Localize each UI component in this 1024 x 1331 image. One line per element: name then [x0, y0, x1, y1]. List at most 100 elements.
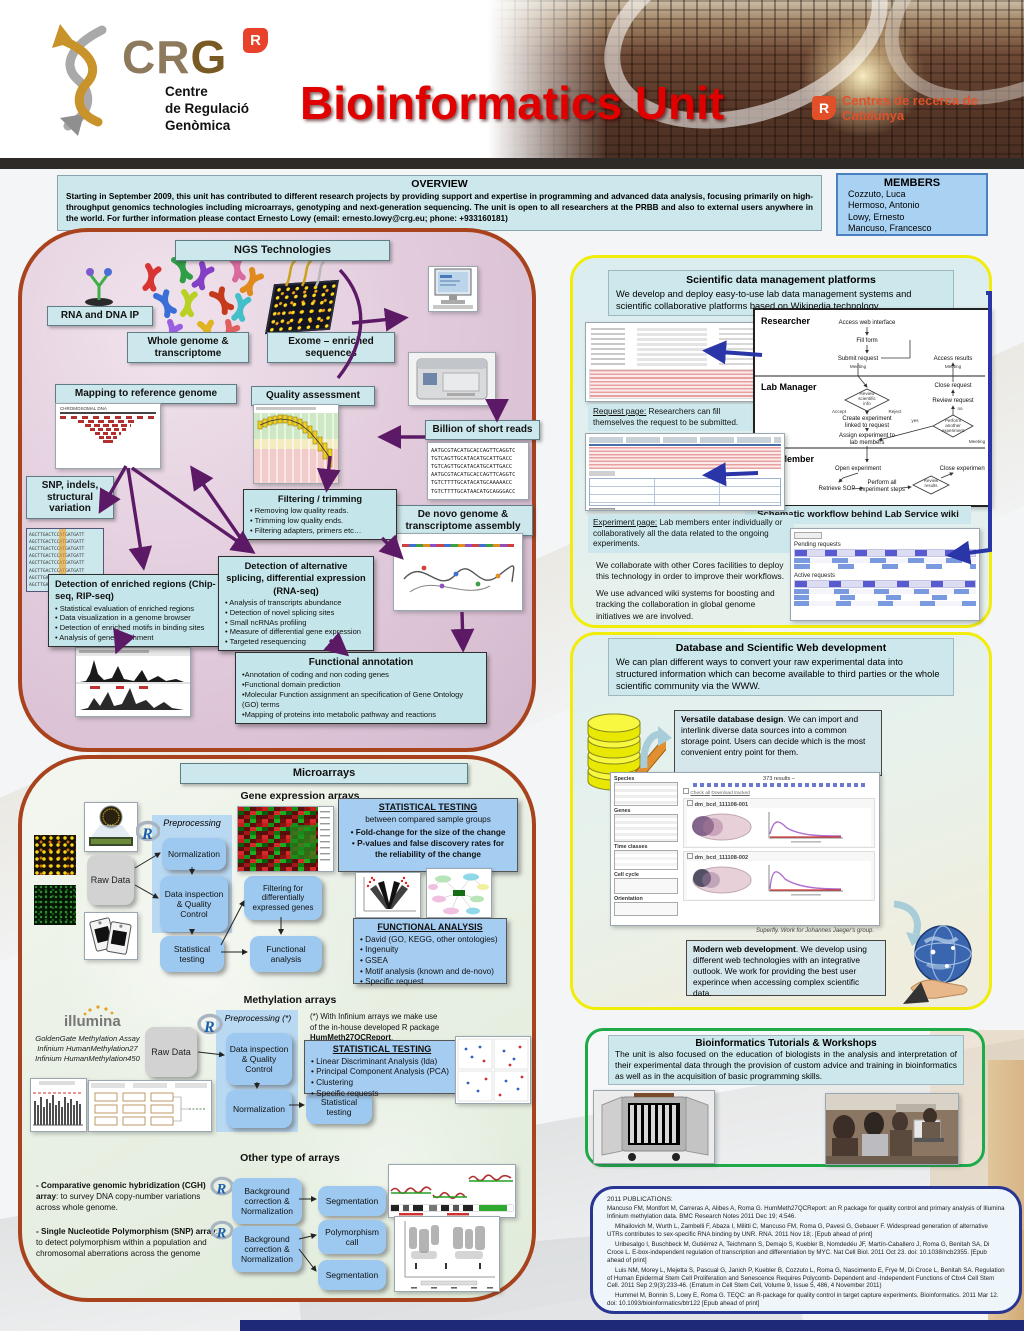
request-page-lead: Request page:: [593, 407, 647, 416]
r-logo-icon: R: [197, 1013, 223, 1036]
request-form-screenshot: [585, 322, 785, 402]
raw-data-label: Raw Data: [90, 875, 131, 885]
infinium-note-pre: (*) With Infinium arrays we make use of …: [310, 1012, 440, 1032]
methylation-barplot-image: [30, 1078, 87, 1132]
assay-line: Infinium HumanMethylation450: [35, 1053, 140, 1063]
functional-annotation-title: Functional annotation: [308, 657, 414, 668]
db-entry-name: dm_bcd_111108-001: [694, 802, 749, 808]
assembly-image: [393, 533, 523, 611]
globe-in-hand-icon: [903, 925, 972, 1004]
versatile-db-text: . We can import and interlink diverse da…: [681, 714, 866, 757]
versatile-db-box: Versatile database design. We can import…: [674, 710, 882, 776]
workflow-caption-text: Schematic workflow behind Lab Service wi…: [757, 509, 959, 520]
raw-data-box: Raw Data: [87, 855, 134, 905]
snp-lead: - Single Nucleotide Polymorphism (SNP) a…: [36, 1227, 216, 1236]
alt-splicing-title: Detection of alternative splicing, diffe…: [226, 561, 366, 596]
filtering-title: Filtering / trimming: [277, 494, 363, 504]
normalization-box-methylation: Normalization: [226, 1090, 292, 1128]
bg-correction-label: Background correction & Normalization: [241, 1185, 293, 1217]
snp-text: : to detect polymorphism within a popula…: [36, 1227, 218, 1259]
filtering-deg-label: Filtering for differentially expressed g…: [252, 883, 314, 912]
functional-analysis-bullet: David (GO, KEGG, other ontologies): [360, 935, 500, 946]
data-inspection-box: Data inspection & Quality Control: [160, 876, 228, 932]
infinium-note-post: .: [391, 1033, 394, 1043]
db-check-all: Check all: [690, 791, 711, 796]
read-line: TGTCTTTTGCATAACATGCAGGGACC: [431, 488, 516, 495]
mapping-label: Mapping to reference genome: [55, 384, 237, 404]
alignment-row: AGCTTGACTCCATGATGATT: [29, 554, 85, 560]
svg-text:Close request: Close request: [934, 383, 971, 389]
svg-text:results: results: [925, 483, 939, 488]
members-title: MEMBERS: [883, 177, 941, 189]
enriched-bullet: Detection of enriched motifs in binding …: [55, 623, 225, 633]
functional-analysis-bullet: Ingenuity: [360, 945, 500, 956]
active-requests-label: Active requests: [794, 573, 836, 579]
svg-text:no: no: [957, 406, 963, 411]
superfly-db-screenshot: Species Genes Time classes Cell cycle Or…: [610, 772, 880, 926]
cgh-text: : to survey DNA copy-number variations a…: [36, 1192, 201, 1213]
svg-text:Create experiment: Create experiment: [842, 416, 892, 422]
overview-box: OVERVIEW Starting in September 2009, thi…: [57, 175, 822, 231]
modern-web-text: . We develop using different web technol…: [693, 944, 867, 998]
svg-text:Review: Review: [859, 391, 875, 396]
publications-title: 2011 PUBLICATIONS:: [607, 1196, 673, 1203]
stat-testing-bullet: P-values and false discovery rates for t…: [352, 839, 504, 859]
stat-testing-bullet: Fold-change for the size of the change: [351, 828, 506, 837]
header-photo-fade: [488, 0, 608, 158]
crg-r-badge: R: [243, 28, 268, 53]
snp-description: - Single Nucleotide Polymorphism (SNP) a…: [36, 1226, 220, 1259]
polymorphism-call-box: Polymorphism call: [318, 1220, 386, 1254]
whole-genome-label: Whole genome & transcriptome: [127, 332, 249, 363]
preprocessing-label: Preprocessing: [163, 818, 221, 828]
superfly-caption: Superfly. Work for Johannes Jaeger's gro…: [755, 928, 875, 934]
crg-org-line: Centre: [165, 84, 208, 99]
functional-annotation-bullet: Annotation of coding and non coding gene…: [242, 670, 480, 680]
cores-paragraph: We collaborate with other Cores faciliti…: [596, 560, 785, 582]
footer-bar: [240, 1320, 1024, 1331]
svg-text:R: R: [216, 1225, 227, 1241]
short-reads-image: AATGCGTACATGCACCAGTTCAGGTC TGTCAGTTGCATA…: [427, 442, 529, 500]
crg-org-name: Centre de Regulació Genòmica: [165, 84, 249, 135]
methylation-heading: Methylation arrays: [243, 994, 337, 1006]
functional-annotation-bullet: Functional domain prediction: [242, 680, 480, 690]
normalization-label: Normalization: [233, 1103, 285, 1114]
snp-plot-image: [394, 1216, 500, 1292]
svg-text:Reject: Reject: [888, 409, 902, 414]
segmentation-box-snp: Segmentation: [318, 1260, 386, 1290]
cgh-plot-image: [388, 1164, 516, 1218]
snp-highlight-column: [59, 529, 66, 591]
enriched-regions-box: Detection of enriched regions (Chip-seq,…: [48, 574, 232, 648]
publications-box: 2011 PUBLICATIONS: Mancuso FM, Montfort …: [590, 1186, 1022, 1314]
members-box: MEMBERS Cozzuto, Luca Hermoso, Antonio L…: [836, 173, 988, 236]
classroom-photo: [825, 1093, 959, 1165]
publication-item: Uribesalgo I, Buschbeck M, Gutiérrez A, …: [607, 1240, 990, 1264]
methylation-stat-title: STATISTICAL TESTING: [332, 1044, 432, 1054]
experiment-page-note: Experiment page: Lab members enter indiv…: [588, 515, 794, 553]
methylation-stat-bullet: Clustering: [311, 1078, 453, 1089]
alt-splicing-bullet: Measure of differential gene expression: [225, 627, 367, 637]
bg-correction-box-snp: Background correction & Normalization: [232, 1226, 302, 1272]
header: CRG R Centre de Regulació Genòmica Bioin…: [0, 0, 1024, 163]
r-logo-icon: R: [210, 1220, 234, 1241]
crg-org-line: Genòmica: [165, 117, 231, 133]
infinium-note: (*) With Infinium arrays we make use of …: [310, 1012, 446, 1044]
read-line: AATGCGTACATGCACCAGTTCAGGTC: [431, 448, 516, 454]
filtering-bullet: Filtering adapters, primers etc…: [250, 526, 390, 536]
svg-text:Access results: Access results: [934, 356, 973, 362]
svg-text:R: R: [216, 1181, 227, 1197]
header-divider-bar: [0, 158, 1024, 169]
db-sidebar: Species Genes Time classes Cell cycle Or…: [614, 776, 678, 922]
statistical-testing-box: Statistical testing: [160, 936, 224, 972]
crg-acronym: CRG: [122, 30, 227, 84]
ngs-section-label: NGS Technologies: [175, 240, 390, 261]
overview-body: Starting in September 2009, this unit ha…: [66, 192, 813, 224]
svg-text:experiment steps: experiment steps: [859, 487, 905, 493]
rna-dna-ip-label: RNA and DNA IP: [47, 306, 153, 326]
snp-indels-label: SNP, indels, structural variation: [26, 476, 114, 519]
methylation-pipeline-image: [88, 1080, 212, 1132]
enriched-bullet: Statistical evaluation of enriched regio…: [55, 604, 225, 614]
chromosomal-dna-caption: CHROMOSOMAL DNA: [60, 406, 107, 411]
platforms-intro: We develop and deploy easy-to-use lab da…: [616, 289, 912, 312]
db-results-count: 373 results –: [762, 776, 796, 782]
